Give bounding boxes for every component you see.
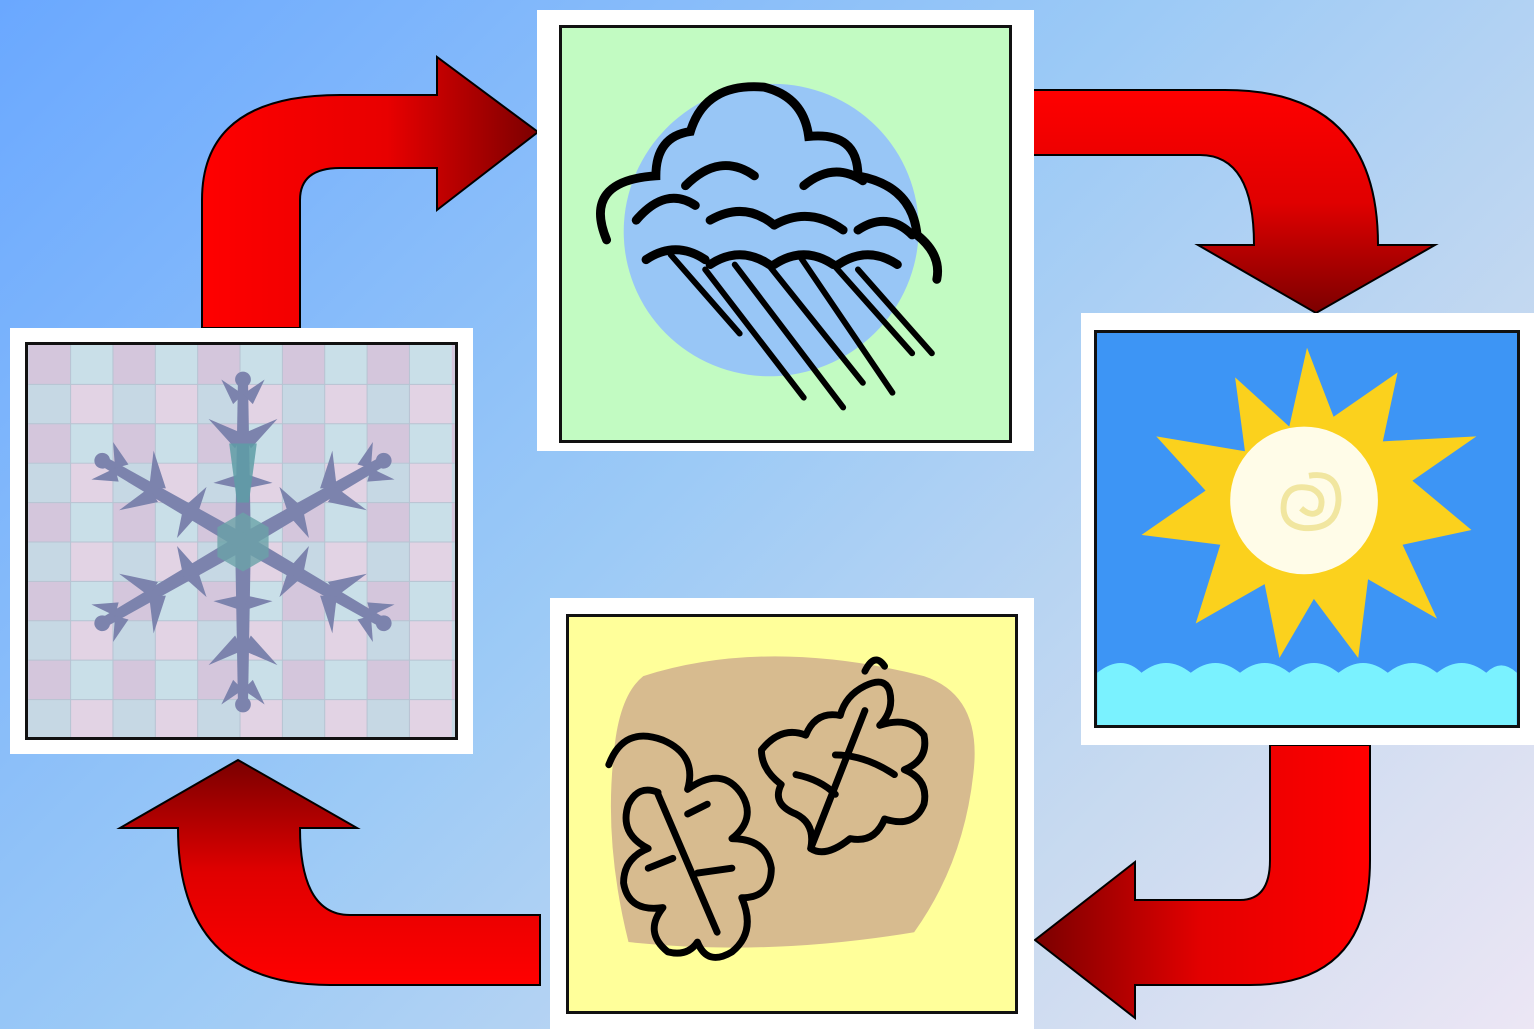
- winter-card: [10, 328, 473, 754]
- autumn-leaves-icon: [569, 617, 1015, 1011]
- spring-panel: [559, 25, 1012, 443]
- sun-icon: [1097, 333, 1517, 725]
- arrow-spring-to-summer: [1017, 90, 1435, 313]
- snowflake-icon: [28, 345, 455, 737]
- winter-panel: [25, 342, 458, 740]
- summer-panel: [1094, 330, 1520, 728]
- spring-card: [537, 10, 1034, 451]
- arrow-winter-to-spring: [202, 57, 538, 328]
- autumn-card: [550, 598, 1034, 1029]
- arrow-autumn-to-winter: [120, 760, 540, 985]
- summer-card: [1081, 313, 1534, 745]
- rain-cloud-icon: [562, 28, 1009, 440]
- autumn-panel: [566, 614, 1018, 1014]
- arrow-summer-to-autumn: [1035, 745, 1370, 1018]
